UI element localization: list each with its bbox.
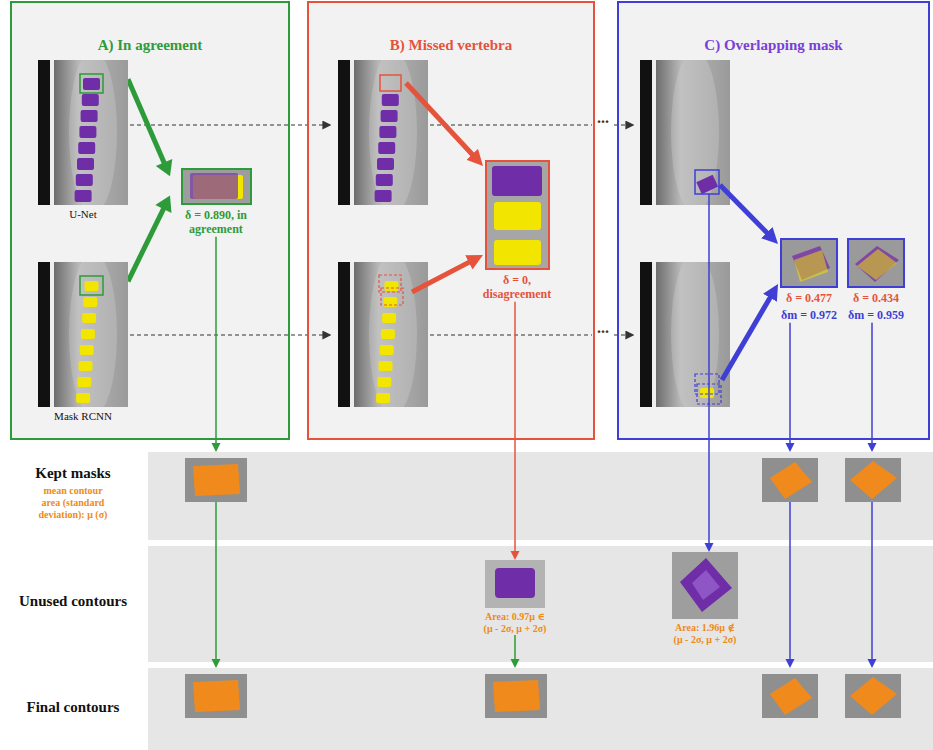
ellipsis-label: ... xyxy=(597,318,609,337)
row-heading: Unused contours xyxy=(19,592,127,610)
zoom-box: δ = 0.890, in agreement xyxy=(170,168,262,237)
ellipsis-label: ... xyxy=(597,108,609,127)
arrow-head xyxy=(868,443,877,452)
row-band-ground xyxy=(148,452,933,750)
contour-box: Area: 0.97μ ∈ (μ - 2σ, μ + 2σ) xyxy=(475,560,555,635)
row-band: Unused contoursArea: 0.97μ ∈ (μ - 2σ, μ … xyxy=(148,546,933,662)
image-holder xyxy=(38,262,128,407)
connector-line xyxy=(789,540,791,661)
connector-line xyxy=(215,540,217,661)
row-label-column: Final contours xyxy=(2,698,144,716)
panel: C) Overlapping maskδ = 0.477δm = 0.972δ … xyxy=(617,1,930,440)
image-holder xyxy=(672,552,738,619)
arrow-head xyxy=(155,196,171,213)
contour-box: Area: 1.96μ ∉ (μ - 2σ, μ + 2σ) xyxy=(665,552,745,646)
image-holder xyxy=(485,560,545,608)
score-text: δ = 0.434 xyxy=(853,291,899,305)
xray-image xyxy=(338,50,428,214)
arrow-head xyxy=(786,659,795,668)
xray-image xyxy=(38,60,128,205)
connector-arrow xyxy=(868,540,877,668)
connector-arrow xyxy=(786,323,795,452)
zoom-image xyxy=(485,160,550,270)
connector-arrow xyxy=(212,237,221,452)
connector-line xyxy=(708,440,710,545)
zoom-image xyxy=(847,238,905,288)
image-holder xyxy=(780,238,838,288)
score-text: δ = 0.890, in agreement xyxy=(170,208,262,237)
arrow-head xyxy=(212,443,221,452)
xray-image xyxy=(640,50,730,214)
arrow-head xyxy=(705,543,714,552)
contour-thumbnail xyxy=(485,560,545,608)
dashed-arrow xyxy=(130,125,629,335)
zoom-box: δ = 0.477 δm = 0.972 xyxy=(780,238,838,323)
connector-arrow xyxy=(128,79,172,176)
connector-arrow xyxy=(786,540,795,668)
connector-line xyxy=(789,323,791,445)
image-holder xyxy=(38,60,128,205)
connector-line xyxy=(514,302,516,553)
zoom-image xyxy=(780,238,838,288)
connector-line xyxy=(871,323,873,445)
arrow-head xyxy=(511,551,520,560)
connector-arrow xyxy=(212,540,221,668)
row-label-column: Kept masks mean contour area (standard de… xyxy=(2,464,144,521)
row-band: Kept masksmean contour area (standard de… xyxy=(148,452,933,540)
arrow-head xyxy=(156,159,173,176)
image-caption: U-Net xyxy=(69,208,97,221)
connector-line xyxy=(128,206,165,281)
panel: A) In agreementU-NetMask RCNN δ = 0.890, … xyxy=(10,1,290,440)
panel-title: A) In agreement xyxy=(12,36,288,54)
panel-title: C) Overlapping mask xyxy=(619,36,928,54)
row-label-column: Unused contours xyxy=(2,592,144,610)
zoom-image xyxy=(181,168,252,205)
score-text: δ = 0, disagreement xyxy=(471,273,563,302)
arrow-head xyxy=(868,659,877,668)
image-caption: Mask RCNN xyxy=(54,410,112,423)
arrow-head xyxy=(511,659,520,668)
xray-box: U-Net xyxy=(38,60,128,221)
connector-arrow xyxy=(868,323,877,452)
score-text: δ = 0.477 xyxy=(786,291,832,305)
zoom-box: δ = 0.434 δm = 0.959 xyxy=(847,238,905,323)
connector-arrow xyxy=(705,440,714,552)
panel: B) Missed vertebra δ = 0, disagreement xyxy=(307,1,595,440)
row-note: mean contour area (standard deviation): … xyxy=(34,485,112,521)
image-holder xyxy=(847,238,905,288)
mask-thumbnail xyxy=(185,458,901,718)
zoom-arrow xyxy=(406,83,773,380)
xray-box: Mask RCNN xyxy=(38,262,128,423)
connector-arrow xyxy=(128,196,171,282)
connector-arrow xyxy=(511,635,520,668)
connector-line xyxy=(871,540,873,661)
area-note: Area: 0.97μ ∈ (μ - 2σ, μ + 2σ) xyxy=(475,611,555,635)
connector-line xyxy=(215,237,217,445)
contour-thumbnail xyxy=(672,552,738,619)
score-text: δm = 0.959 xyxy=(848,308,904,322)
area-note: Area: 1.96μ ∉ (μ - 2σ, μ + 2σ) xyxy=(665,622,745,646)
score-text: δm = 0.972 xyxy=(781,308,837,322)
arrow-head xyxy=(212,659,221,668)
connector-arrow xyxy=(511,302,520,560)
panel-ground xyxy=(10,1,930,440)
image-holder xyxy=(181,168,252,205)
zoom-box: δ = 0, disagreement xyxy=(471,160,563,302)
xray-image xyxy=(38,262,128,407)
row-band: Final contours xyxy=(148,668,933,750)
connector-line xyxy=(128,79,165,165)
xray-image xyxy=(640,252,730,416)
connector-line xyxy=(514,635,516,661)
xray-image xyxy=(338,252,428,416)
image-holder xyxy=(485,160,550,270)
row-heading: Kept masks xyxy=(35,464,110,482)
row-heading: Final contours xyxy=(27,698,120,716)
arrow-head xyxy=(786,443,795,452)
panel-title: B) Missed vertebra xyxy=(309,36,593,54)
